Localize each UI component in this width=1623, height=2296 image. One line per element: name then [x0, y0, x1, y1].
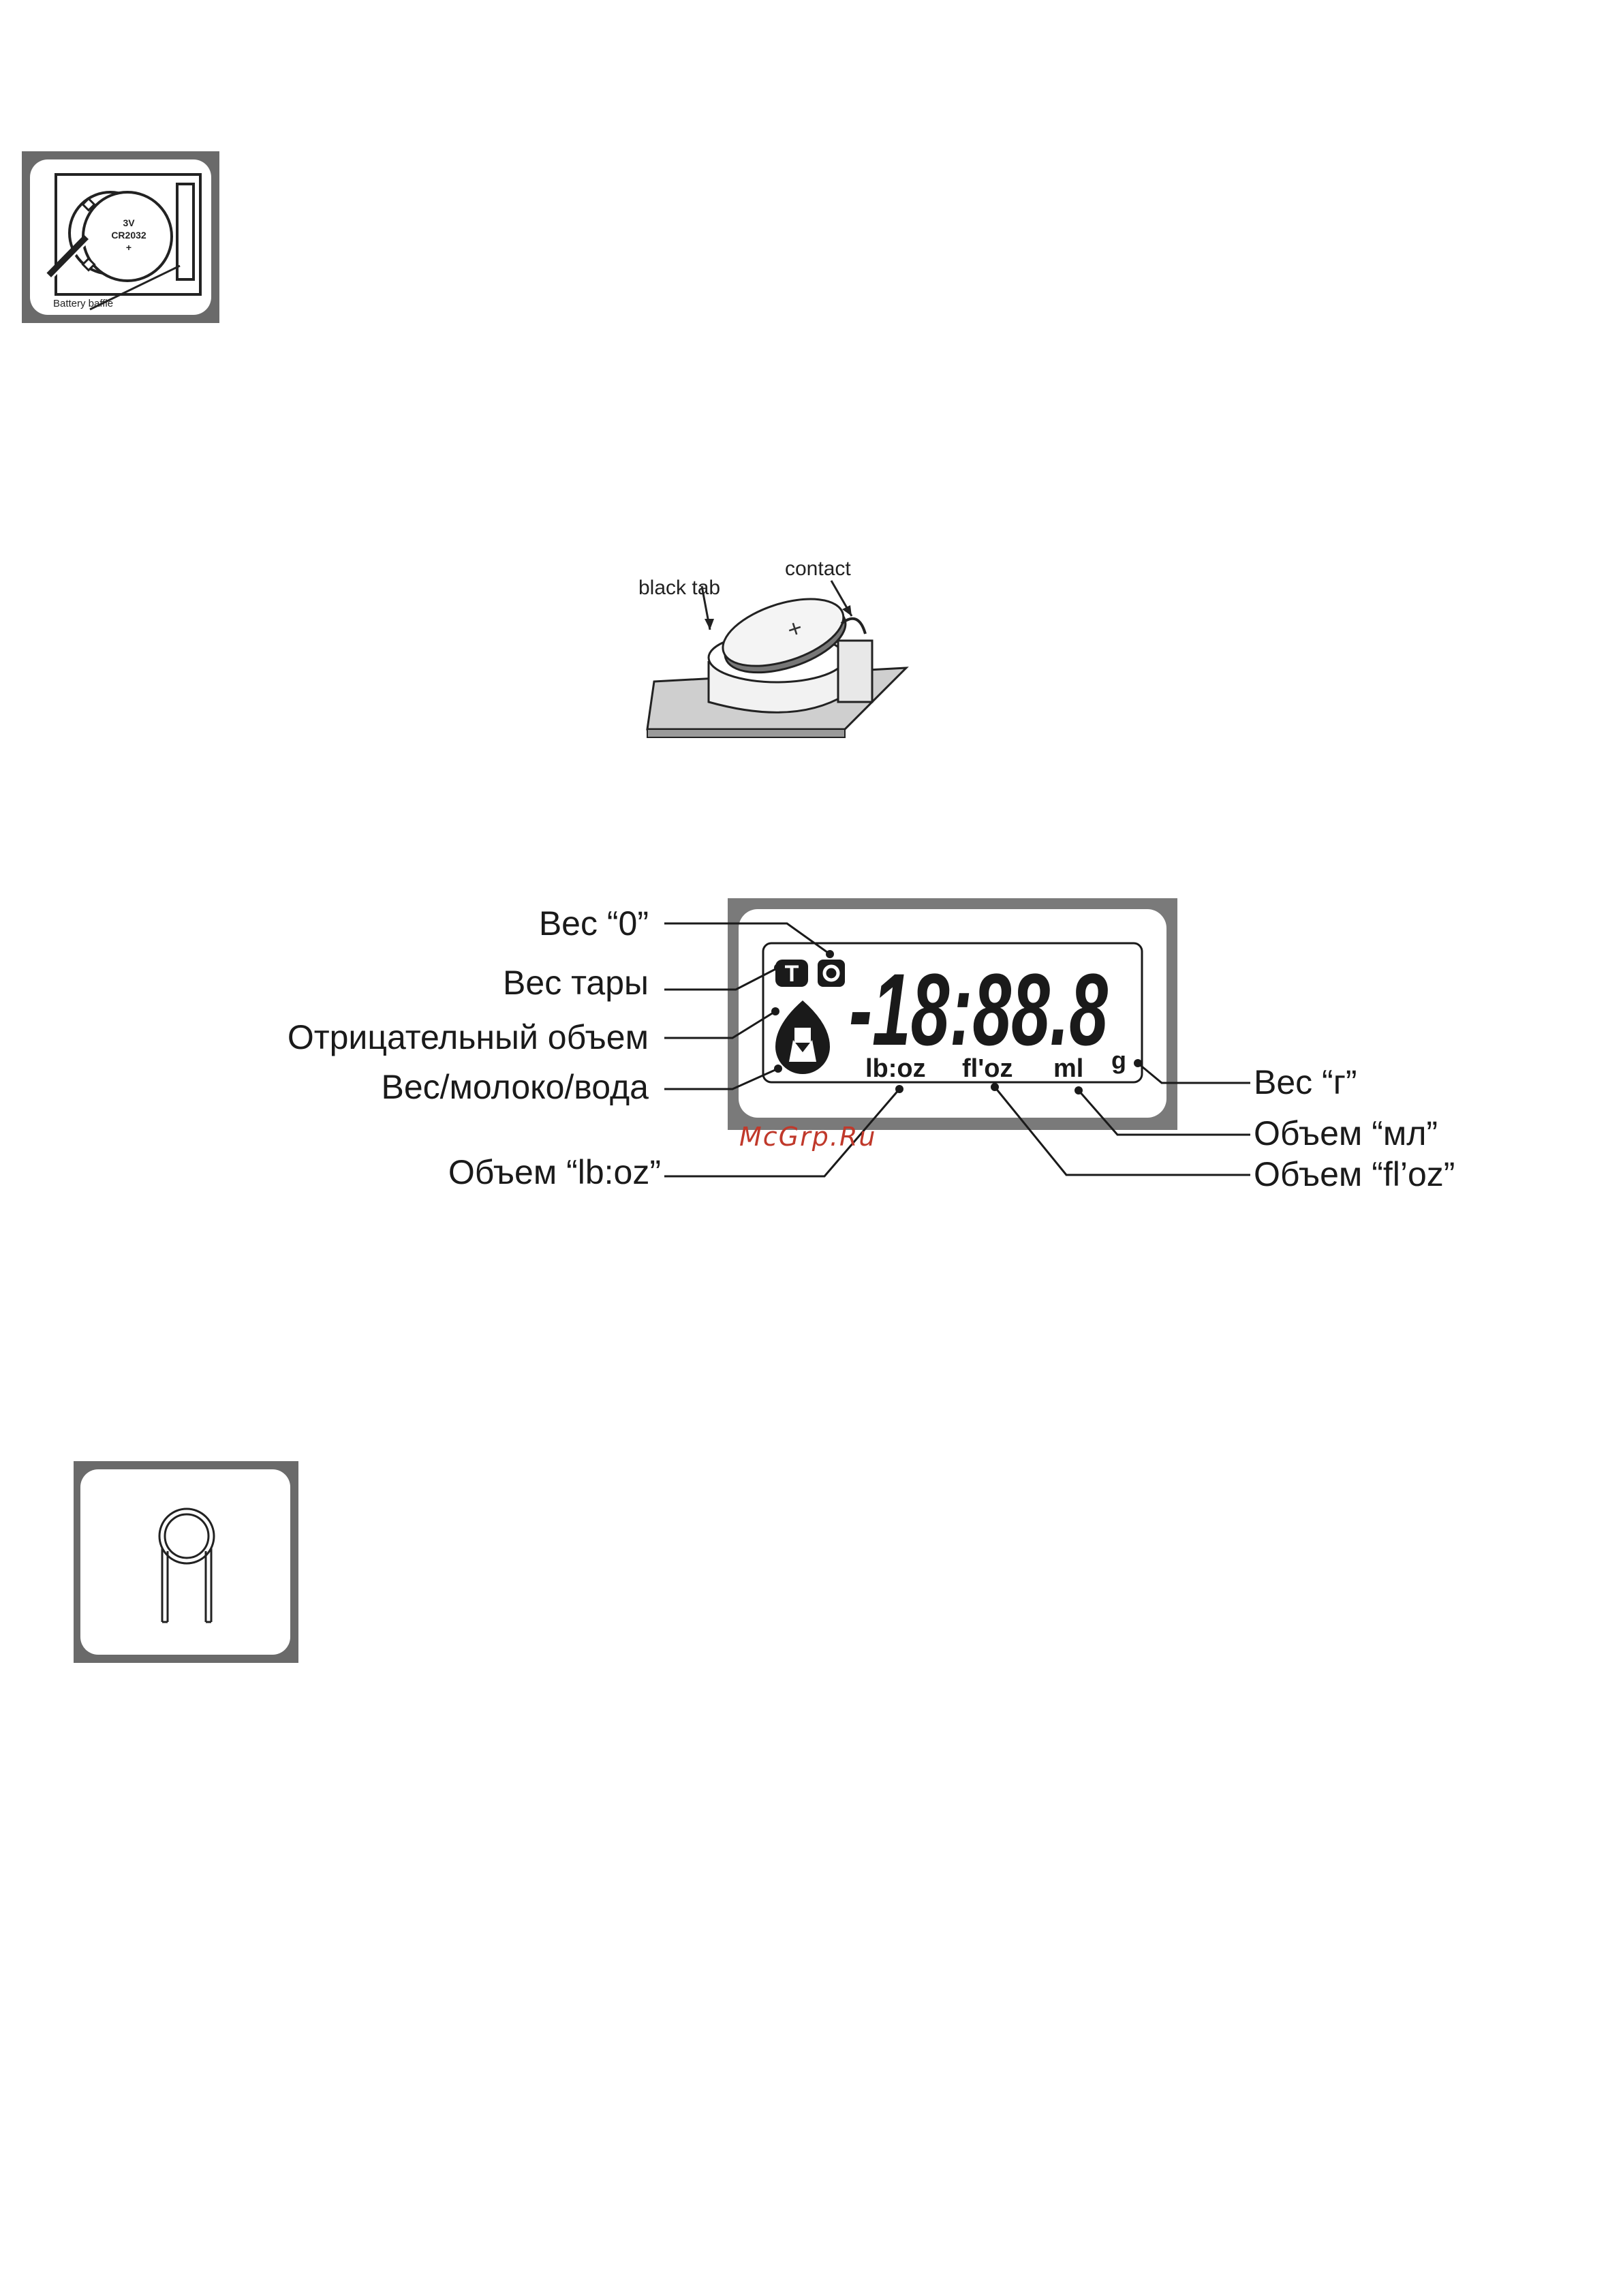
callout-negative-volume: Отрицательный объем — [288, 1017, 649, 1058]
watermark: McGrp.Ru — [739, 1122, 876, 1152]
callout-volume-lb-oz: Объем “lb:oz” — [448, 1152, 661, 1193]
callout-zero-weight: Вес “0” — [539, 903, 649, 944]
probe-icon — [74, 1461, 298, 1663]
callout-volume-fl-oz: Объем “fl’oz” — [1254, 1154, 1455, 1195]
callout-volume-ml: Объем “мл” — [1254, 1113, 1438, 1154]
callout-tare-weight: Вес тары — [503, 962, 649, 1003]
callout-weight-milk-water: Вес/молоко/вода — [381, 1067, 649, 1107]
callout-weight-g: Вес “г” — [1254, 1062, 1357, 1103]
